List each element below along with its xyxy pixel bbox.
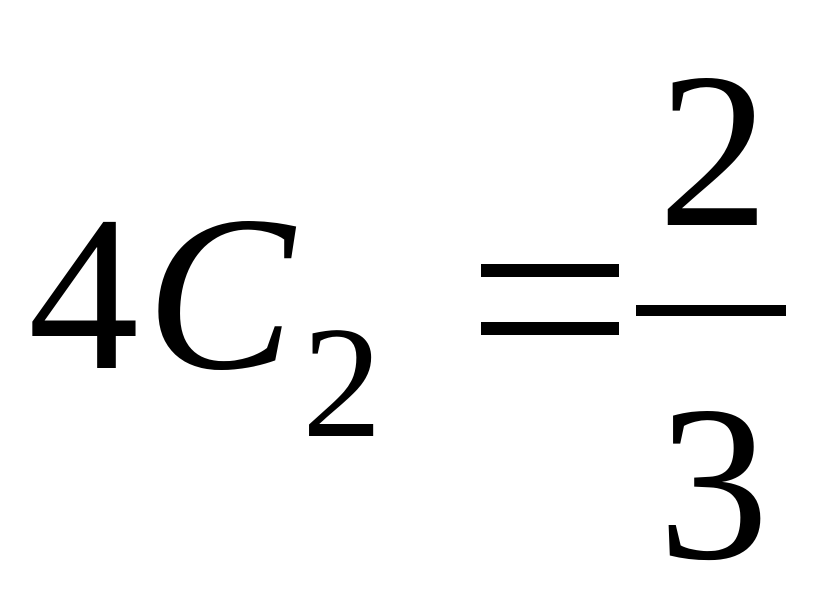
subscript: 2 [302, 293, 382, 471]
variable: C [146, 171, 295, 417]
coefficient: 4 [28, 171, 139, 417]
fraction-bar [636, 305, 786, 316]
fraction-numerator: 2 [658, 28, 769, 274]
equals-sign-top-bar [481, 264, 619, 277]
fraction-denominator: 3 [658, 361, 769, 607]
equals-sign-bottom-bar [481, 322, 619, 335]
